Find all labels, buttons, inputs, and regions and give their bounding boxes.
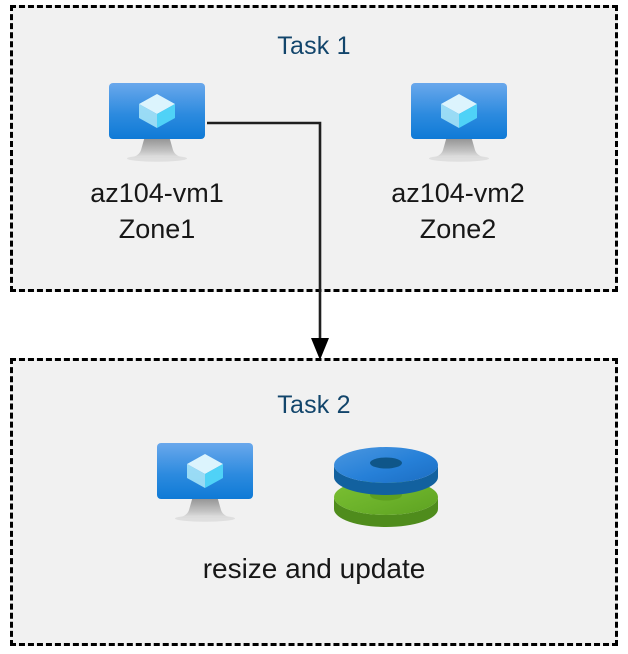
vm1-zone: Zone1 xyxy=(118,213,196,244)
node-label-vm1: az104-vm1 Zone1 xyxy=(57,176,257,248)
vm2-zone: Zone2 xyxy=(419,213,497,244)
vm2-name: az104-vm2 xyxy=(391,178,525,208)
vm1-name: az104-vm1 xyxy=(90,178,224,208)
task-group-task2: Task 2 xyxy=(10,358,618,646)
virtual-machine-icon xyxy=(107,81,207,165)
virtual-machine-icon xyxy=(409,81,509,165)
connector-arrowhead-icon xyxy=(311,338,329,360)
disks-icon xyxy=(332,443,440,529)
virtual-machine-icon xyxy=(155,441,255,525)
node-label-vm2: az104-vm2 Zone2 xyxy=(358,176,558,248)
task2-caption: resize and update xyxy=(202,553,426,584)
task-group-title-task1: Task 1 xyxy=(277,32,351,60)
task-group-title-task2: Task 2 xyxy=(277,391,351,419)
task-group-task1: Task 1 xyxy=(10,5,618,292)
